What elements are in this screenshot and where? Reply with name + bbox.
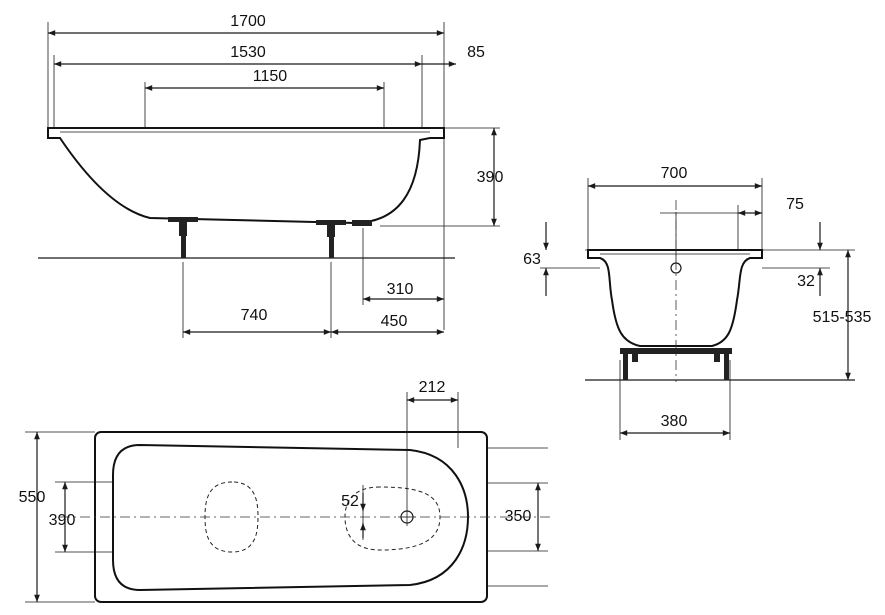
dim-390-side: 390	[477, 169, 504, 186]
dim-390-top: 390	[49, 512, 76, 529]
dim-700: 700	[661, 165, 688, 182]
side-foot-left	[168, 217, 198, 258]
dim-740: 740	[241, 307, 268, 324]
end-view: 700 75 63 32 515-535 380	[523, 165, 871, 440]
dim-380-end: 380	[661, 413, 688, 430]
dim-1150: 1150	[253, 68, 288, 85]
dim-85: 85	[467, 44, 485, 61]
dim-1530: 1530	[230, 44, 266, 61]
dim-32: 32	[797, 273, 815, 290]
dim-63: 63	[523, 251, 541, 268]
dim-52: 52	[341, 493, 359, 510]
side-foot-right	[316, 220, 346, 258]
side-view: 1700 1530 85 1150 390 310 740 450	[38, 13, 503, 338]
dim-310: 310	[387, 281, 414, 298]
dim-350: 350	[505, 508, 532, 525]
dim-515-535: 515-535	[813, 309, 872, 326]
top-drain-recess	[344, 486, 441, 551]
dim-450: 450	[381, 313, 408, 330]
top-view: 212 550 390 350 52	[19, 379, 550, 603]
top-armrest-slot	[204, 481, 259, 553]
side-tub-outline	[47, 127, 445, 225]
side-drain-outlet	[352, 220, 372, 226]
end-tub-outline	[587, 249, 763, 347]
top-inner-basin	[112, 443, 470, 592]
end-support-frame	[620, 348, 732, 380]
dim-212: 212	[419, 379, 446, 396]
dim-550: 550	[19, 489, 46, 506]
dim-75: 75	[786, 196, 804, 213]
dim-1700: 1700	[230, 13, 266, 30]
